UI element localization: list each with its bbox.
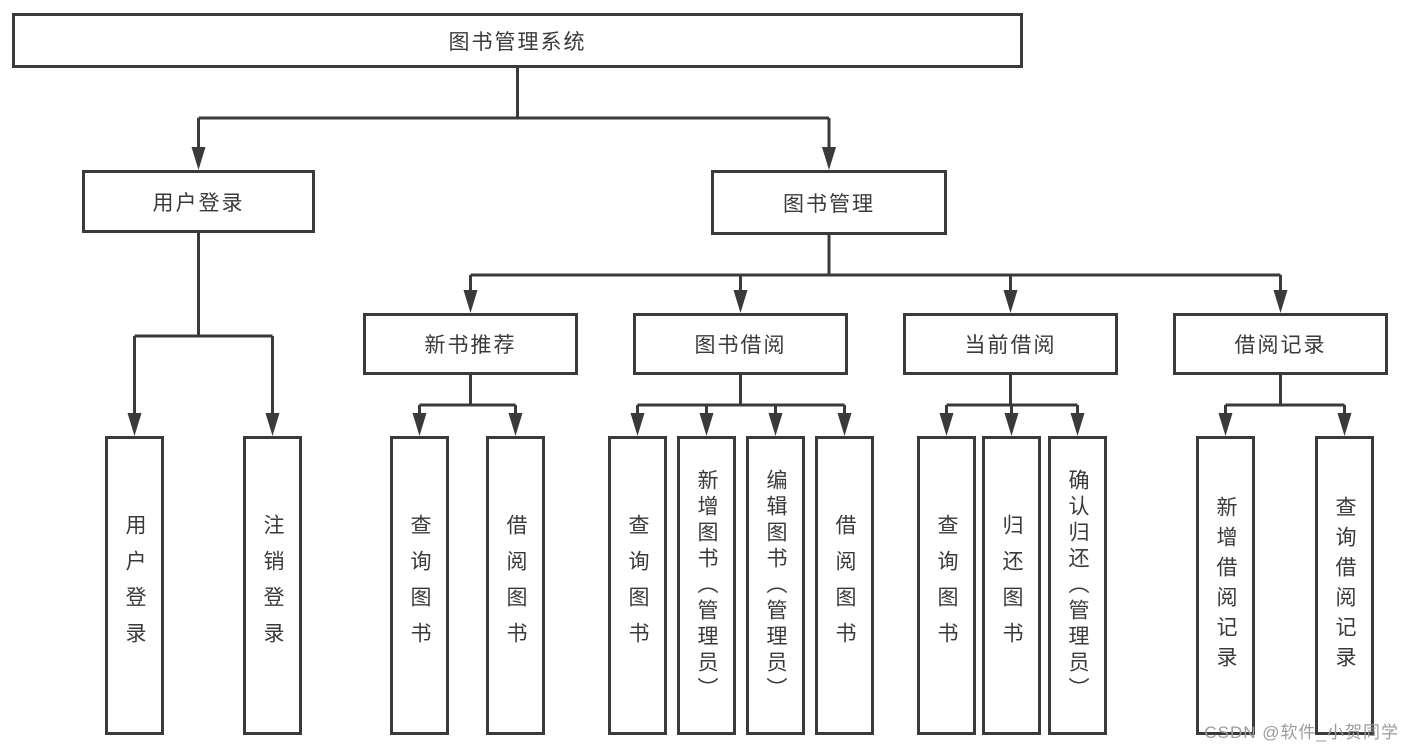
- leaf-confirm-return-admin: 确认归还（管理员）: [1048, 436, 1107, 735]
- leaf-add-borrow-record: 新增借阅记录: [1196, 436, 1255, 735]
- leaf-label: 查询图书: [626, 513, 649, 658]
- leaf-label: 确认归还（管理员）: [1066, 468, 1089, 703]
- node-book-borrow: 图书借阅: [633, 313, 848, 375]
- leaf-query-book-1: 查询图书: [390, 436, 449, 735]
- node-label: 借阅记录: [1234, 334, 1327, 357]
- watermark: CSDN @软件_小贺同学: [1204, 723, 1399, 742]
- node-current-borrow: 当前借阅: [903, 313, 1118, 375]
- leaf-label: 注销登录: [261, 513, 284, 658]
- leaf-label: 新增借阅记录: [1214, 495, 1237, 676]
- leaf-borrow-book-1: 借阅图书: [486, 436, 545, 735]
- node-book-management: 图书管理: [711, 170, 947, 235]
- leaf-label: 新增图书（管理员）: [695, 468, 718, 703]
- node-label: 图书管理: [783, 192, 875, 216]
- leaf-borrow-book-2: 借阅图书: [815, 436, 874, 735]
- leaf-query-book-2: 查询图书: [608, 436, 667, 735]
- node-borrow-records: 借阅记录: [1173, 313, 1388, 375]
- node-root: 图书管理系统: [12, 13, 1023, 68]
- node-label: 图书借阅: [694, 334, 787, 357]
- node-new-book-recommend: 新书推荐: [363, 313, 578, 375]
- leaf-label: 编辑图书（管理员）: [764, 468, 787, 703]
- leaf-label: 查询借阅记录: [1333, 495, 1356, 676]
- node-label: 用户登录: [152, 191, 245, 215]
- leaf-label: 查询图书: [935, 513, 958, 658]
- leaf-query-borrow-record: 查询借阅记录: [1315, 436, 1374, 735]
- leaf-label: 查询图书: [408, 513, 431, 658]
- leaf-query-book-3: 查询图书: [917, 436, 976, 735]
- node-label: 新书推荐: [424, 334, 517, 357]
- leaf-label: 用户登录: [123, 513, 146, 658]
- node-label: 当前借阅: [964, 334, 1057, 357]
- leaf-add-book-admin: 新增图书（管理员）: [677, 436, 736, 735]
- leaf-label: 借阅图书: [504, 513, 527, 658]
- node-label: 图书管理系统: [448, 30, 587, 54]
- leaf-return-book: 归还图书: [982, 436, 1041, 735]
- leaf-logout-login: 注销登录: [243, 436, 302, 735]
- leaf-label: 借阅图书: [833, 513, 856, 658]
- node-user-login: 用户登录: [82, 170, 315, 233]
- leaf-edit-book-admin: 编辑图书（管理员）: [746, 436, 805, 735]
- leaf-user-login: 用户登录: [105, 436, 164, 735]
- arrowheads: [127, 147, 1352, 436]
- leaf-label: 归还图书: [1000, 513, 1023, 658]
